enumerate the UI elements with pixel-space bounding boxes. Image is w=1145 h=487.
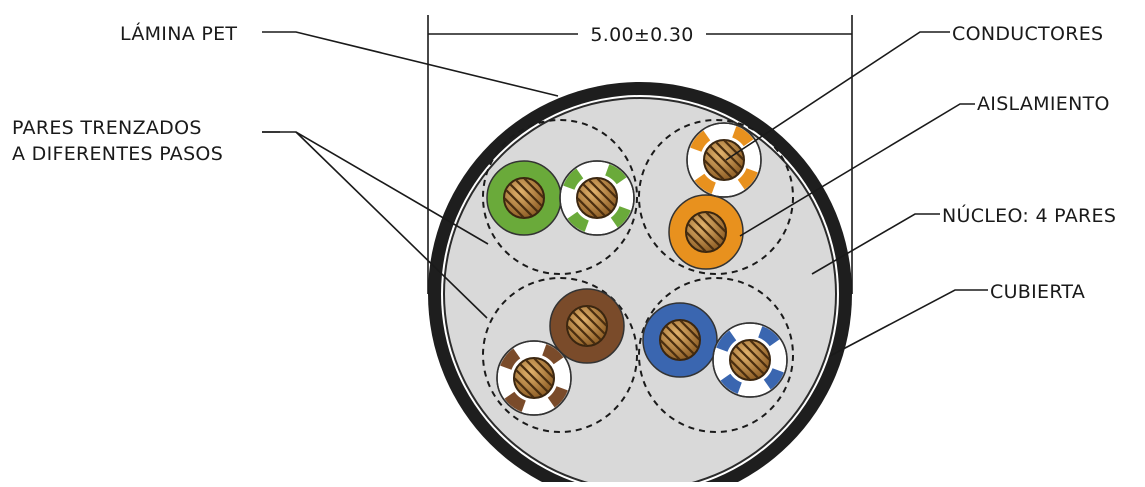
leader-pares-2 [295,131,488,319]
leader-lamina-pet [262,31,559,97]
wire-blue-striped-strand [731,351,759,379]
wire-brown-striped-strand [533,357,555,379]
wire-brown-solid-strand [566,325,588,347]
wire-brown-striped [496,340,572,416]
wire-brown-striped-strand [515,369,543,397]
leader-conductores [725,31,950,161]
wire-brown-solid [549,288,625,364]
wire-brown-striped-conductor [513,357,555,399]
wire-orange-striped [686,122,762,198]
wire-blue-striped-strand [729,359,751,381]
wire-brown-solid-strand [572,311,602,341]
insulation-brown-outline [496,340,572,416]
label-nucleo: NÚCLEO: 4 PARES [942,203,1116,227]
wire-green-solid-strand [505,189,533,217]
wire-brown-solid-strand [568,317,596,345]
wire-brown-solid-strand [578,307,606,335]
wire-blue-striped-strand [749,339,771,361]
label-cubierta: CUBIERTA [990,281,1085,303]
wire-blue-striped [712,322,788,398]
wire-orange-solid-strand [685,231,707,253]
wire-green-striped-strand [578,189,606,217]
leader-cubierta [829,289,988,357]
wire-green-solid-strand [503,197,525,219]
leader-nucleo [811,213,940,275]
wire-orange-striped-strand [703,159,725,181]
pair-boundary-orange [638,119,794,275]
wire-orange-solid-strand [697,213,725,241]
label-aislamiento: AISLAMIENTO [977,93,1110,115]
wire-orange-solid-conductor [685,211,727,253]
wire-green-solid-strand [523,177,545,199]
insulation-blue-outline [712,322,788,398]
wire-brown-solid-strand [586,305,608,327]
wire-orange-solid-strand [691,217,721,247]
leader-aislamiento [739,103,975,237]
dimension-marker [427,15,853,294]
label-pares-line1: PARES TRENZADOS [12,117,202,139]
wire-brown-striped-strand [513,377,535,399]
wire-orange-striped-strand [709,145,739,175]
cable-jacket [428,82,852,487]
wire-blue-striped-strand [735,345,765,375]
conductors-group [486,122,788,416]
label-conductores: CONDUCTORES [952,23,1103,45]
wire-green-striped-conductor [576,177,618,219]
wire-green-striped-strand [576,197,598,219]
wire-brown-striped-strand [525,359,553,387]
wire-blue-striped-strand [741,341,769,369]
wire-orange-striped-strand [723,139,745,161]
wire-orange-solid-strand [687,223,715,251]
wire-blue-solid [642,302,718,378]
wire-orange-striped-strand [705,151,733,179]
label-lamina-pet: LÁMINA PET [120,22,237,45]
wire-green-solid [486,160,562,236]
wire-brown-striped-strand [519,363,549,393]
pair-boundary-green [482,119,638,275]
wire-green-striped-strand [596,177,618,199]
wire-blue-solid-conductor [659,319,701,361]
wire-blue-solid-strand [679,319,701,341]
wire-green-solid-strand [509,183,539,213]
insulation-green-outline [559,160,635,236]
core-fill [445,99,835,487]
wire-brown-solid-conductor [566,305,608,347]
wire-orange-solid-strand [705,211,727,233]
wire-blue-solid-strand [659,339,681,361]
wire-green-solid-strand [515,179,543,207]
wire-blue-solid-strand [671,321,699,349]
labels: LÁMINA PET 5.00±0.30 CONDUCTORES PARES T… [12,22,1116,303]
wire-blue-striped-conductor [729,339,771,381]
wire-orange-striped-conductor [703,139,745,181]
wire-green-solid-conductor [503,177,545,219]
wire-green-striped-strand [582,183,612,213]
pair-boundary-brown [482,277,638,433]
leader-lines [262,31,988,357]
label-pares-line2: A DIFERENTES PASOS [12,143,223,165]
wire-blue-solid-strand [661,331,689,359]
wire-blue-solid-strand [665,325,695,355]
wire-green-striped [559,160,635,236]
wire-orange-striped-strand [715,141,743,169]
wire-orange-solid [668,194,744,270]
wire-green-striped-strand [588,179,616,207]
pair-boundary-blue [638,277,794,433]
insulation-orange-outline [686,122,762,198]
pair-boundaries [482,119,794,433]
label-dimension: 5.00±0.30 [590,24,693,46]
